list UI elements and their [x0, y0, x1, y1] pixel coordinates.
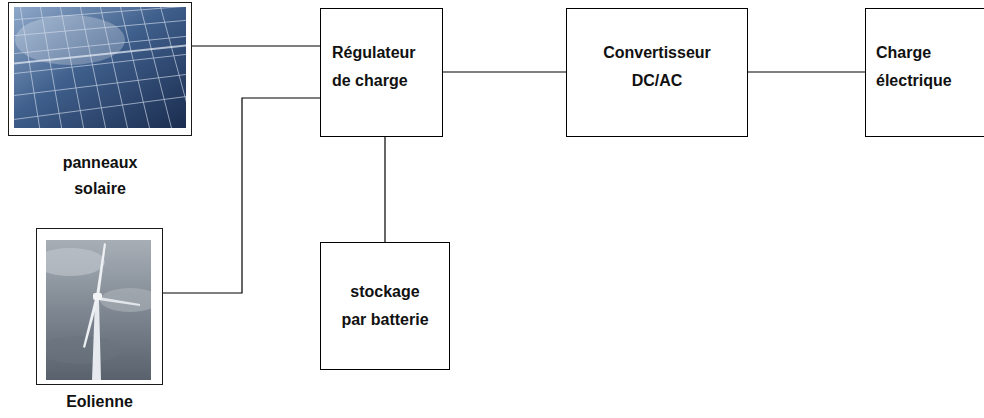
process-box: Charge électrique: [865, 8, 984, 137]
process-box: Convertisseur DC/AC: [566, 8, 748, 137]
box-label: Charge électrique: [876, 39, 974, 95]
box-label: Régulateur de charge: [332, 39, 426, 95]
photo-caption: Eolienne: [50, 392, 150, 412]
connector-line: [384, 137, 385, 242]
connector-line: [748, 71, 865, 72]
process-box: Régulateur de charge: [320, 8, 443, 137]
photo-frame: panneaux solaire: [8, 2, 192, 136]
connector-line: [163, 98, 320, 293]
process-box: stockage par batterie: [320, 242, 450, 370]
connector-line: [192, 45, 320, 46]
connector-line: [443, 71, 566, 72]
photo-caption: panneaux solaire: [50, 150, 150, 202]
box-label: stockage par batterie: [339, 278, 431, 334]
photo-frame: Eolienne: [36, 228, 163, 385]
box-label: Convertisseur DC/AC: [597, 39, 717, 95]
solar-panel-photo: [14, 7, 186, 128]
wind-turbine-photo: [46, 240, 151, 380]
